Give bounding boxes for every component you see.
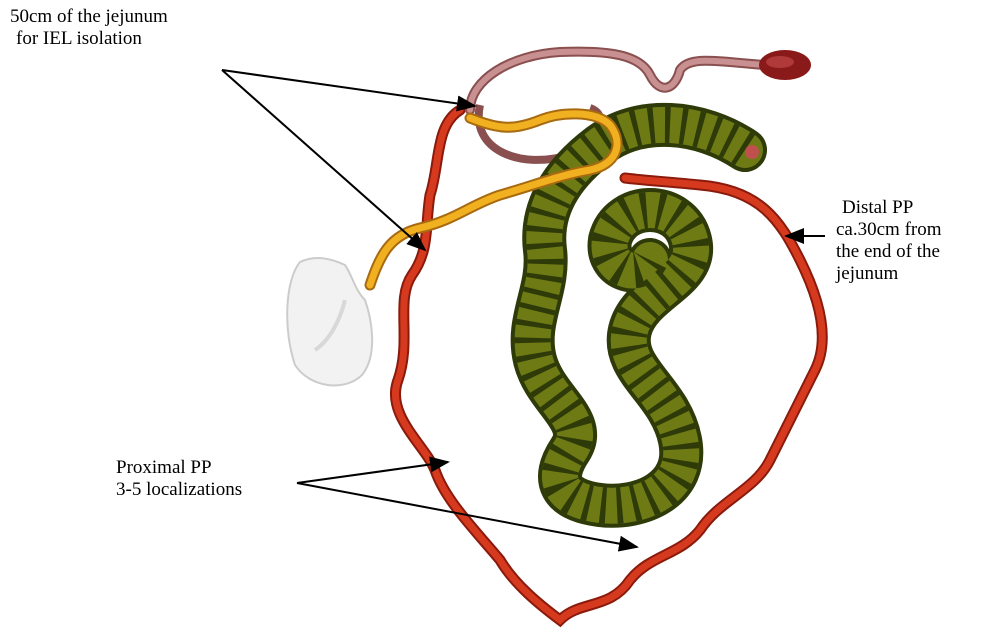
distal-pp-line2: ca.30cm from <box>836 219 942 241</box>
jejunum-label-line2: for IEL isolation <box>10 28 168 50</box>
jejunum-label: 50cm of the jejunum for IEL isolation <box>10 6 168 50</box>
stomach-icon <box>287 258 372 385</box>
proximal-pp-line2: 3-5 localizations <box>116 479 242 501</box>
jejunum-arrow-2 <box>222 70 425 250</box>
proximal-arrow-1 <box>297 462 448 483</box>
distal-pp-line4: jejunum <box>836 263 942 285</box>
small-intestine-loop <box>395 110 822 620</box>
distal-pp-line3: the end of the <box>836 241 942 263</box>
jejunum-label-line1: 50cm of the jejunum <box>10 6 168 28</box>
proximal-pp-label: Proximal PP 3-5 localizations <box>116 457 242 501</box>
rectum-icon <box>759 50 811 80</box>
proximal-pp-line1: Proximal PP <box>116 457 242 479</box>
distal-pp-line1: Distal PP <box>836 197 942 219</box>
jejunum-arrow-1 <box>222 70 475 106</box>
distal-pp-label: Distal PP ca.30cm from the end of the je… <box>836 197 942 285</box>
